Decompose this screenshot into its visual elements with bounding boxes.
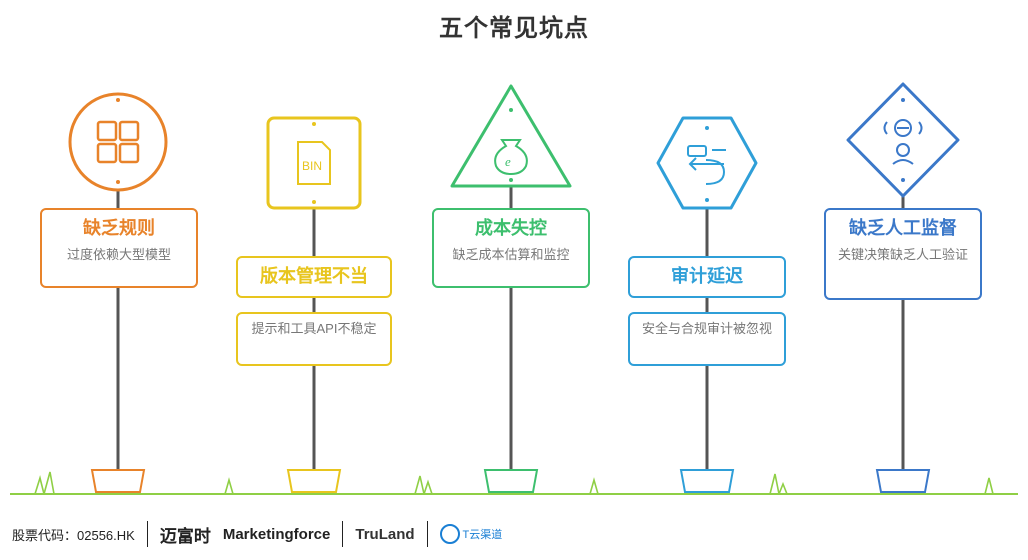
money-bag-icon: e	[494, 139, 528, 176]
sign-5-title: 缺乏人工监督	[849, 218, 957, 238]
sign-2-title: 版本管理不当	[236, 256, 392, 298]
sign-1-panel: 缺乏规则 过度依赖大型模型	[40, 208, 198, 288]
sign-5-desc: 关键决策缺乏人工验证	[837, 247, 968, 262]
base-5	[875, 469, 931, 493]
arrow-icon	[687, 145, 726, 185]
sign-1-desc: 过度依赖大型模型	[66, 247, 171, 262]
sign-5	[846, 82, 960, 493]
divider	[146, 521, 148, 547]
sign-1	[68, 92, 168, 493]
base-1	[90, 469, 146, 493]
stock-code: 股票代码：02556.HK	[12, 527, 135, 543]
sign-3-panel: 成本失控 缺乏成本估算和监控	[432, 208, 590, 288]
footer-bar: 股票代码：02556.HK 迈富时 Marketingforce TruLand…	[0, 508, 1028, 560]
page-title: 五个常见坑点	[439, 15, 589, 42]
base-2	[286, 469, 342, 493]
brand-marketingforce: Marketingforce	[222, 525, 331, 543]
base-4	[679, 469, 735, 493]
sign-2: BIN	[266, 116, 362, 493]
puzzle-icon	[96, 120, 140, 164]
sign-1-title: 缺乏规则	[83, 218, 155, 238]
sign-3: e	[450, 84, 572, 493]
svg-text:e: e	[505, 154, 511, 169]
sign-4-desc: 安全与合规审计被忽视	[628, 312, 786, 366]
brand-tcloud-label: T云渠道	[462, 529, 503, 541]
face-icon	[883, 119, 923, 165]
divider	[342, 521, 344, 547]
sign-1-circle	[68, 92, 168, 192]
sign-3-title: 成本失控	[475, 218, 547, 238]
signposts-scene: BIN e	[10, 82, 1018, 495]
sign-4	[656, 116, 758, 493]
sign-5-diamond	[846, 82, 960, 198]
svg-text:BIN: BIN	[302, 159, 322, 173]
base-3	[483, 469, 539, 493]
sign-3-triangle	[450, 84, 572, 188]
brand-truland: TruLand	[355, 525, 415, 543]
sign-2-square	[266, 116, 362, 210]
sign-4-title: 审计延迟	[628, 256, 786, 298]
sign-5-panel: 缺乏人工监督 关键决策缺乏人工验证	[824, 208, 982, 300]
cloud-icon	[439, 524, 460, 544]
brand-mafs: 迈富时	[159, 526, 211, 546]
divider	[426, 521, 428, 547]
bin-file-icon: BIN	[297, 141, 331, 185]
sign-2-desc: 提示和工具API不稳定	[236, 312, 392, 366]
brand-tcloud: T云渠道	[439, 524, 503, 544]
sign-3-desc: 缺乏成本估算和监控	[452, 247, 570, 262]
grass	[34, 471, 994, 495]
